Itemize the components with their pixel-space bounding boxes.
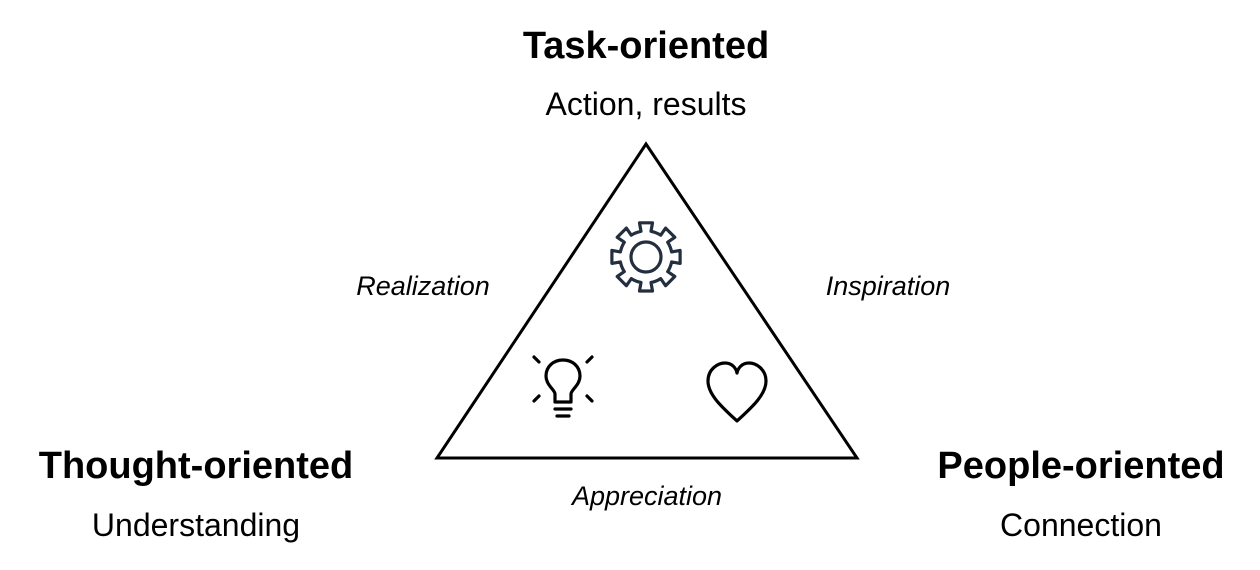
triangle-outline: [434, 141, 860, 460]
task-oriented-title: Task-oriented: [522, 25, 770, 67]
people-oriented-subtitle: Connection: [1000, 507, 1162, 543]
edge-label-inspiration: Inspiration: [825, 271, 951, 301]
people-oriented-title: People-oriented: [937, 445, 1225, 487]
heart-icon: [706, 361, 768, 423]
thought-oriented-subtitle: Understanding: [91, 507, 301, 543]
gear-icon: [610, 221, 682, 293]
thought-oriented-title: Thought-oriented: [38, 445, 354, 487]
task-oriented-subtitle: Action, results: [545, 86, 747, 122]
edge-label-appreciation: Appreciation: [571, 481, 723, 511]
lightbulb-icon: [532, 355, 594, 418]
edge-label-realization: Realization: [356, 271, 490, 301]
